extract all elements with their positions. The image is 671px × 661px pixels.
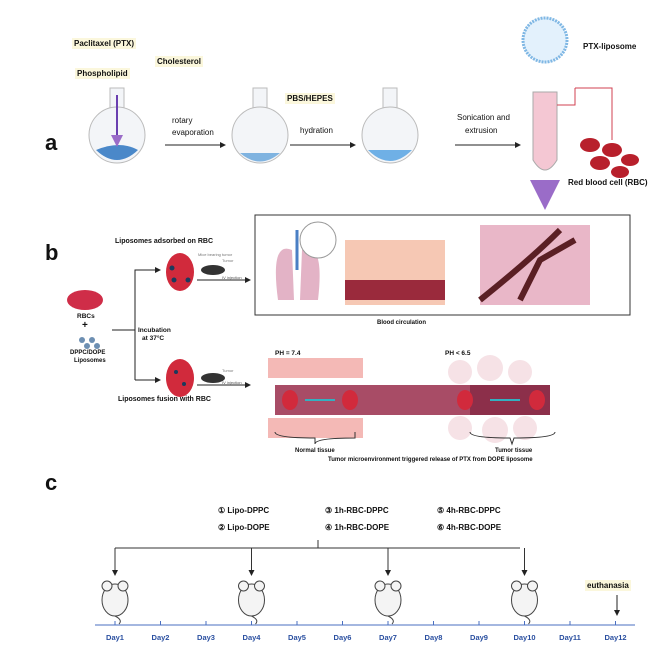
plus-sign: + [82, 320, 88, 331]
rbc-label: Red blood cell (RBC) [568, 178, 648, 187]
liposomes-label-2: Liposomes [74, 358, 106, 364]
mouse-icon [101, 548, 129, 625]
tumor-label: Tumor [222, 258, 234, 263]
rbc-icon [67, 290, 103, 310]
mouse-icon [511, 548, 538, 625]
liposome-icon [521, 16, 569, 64]
fusion-label: Liposomes fusion with RBC [118, 396, 211, 403]
day-label: Day5 [288, 633, 306, 642]
group-4: ④ 1h-RBC-DOPE [325, 523, 390, 532]
step3-label-2: extrusion [465, 126, 498, 135]
tumor-tissue-label: Tumor tissue [495, 448, 533, 454]
incubation-label: Incubation [138, 327, 171, 334]
group-2: ② Lipo-DOPE [218, 523, 270, 532]
day-label: Day1 [106, 633, 124, 642]
rbc-fused-icon [166, 359, 194, 397]
normal-bracket [274, 431, 356, 445]
blood-circulation-box [254, 214, 631, 316]
phospholipid-label: Phospholipid [75, 68, 130, 79]
rbcs-label: RBCs [77, 313, 95, 320]
normal-tissue-label: Normal tissue [295, 448, 335, 454]
rbc-adsorbed-icon [166, 253, 194, 291]
mouse-icon [374, 548, 402, 625]
tumor-label-2: Tumor [222, 368, 234, 373]
flask-1 [88, 87, 146, 164]
euthanasia-label: euthanasia [585, 580, 631, 591]
mice-label: Mice bearing tumor [198, 252, 233, 257]
flask-2 [231, 87, 289, 164]
step3-label: Sonication and [457, 113, 510, 122]
mouse-icon [201, 373, 225, 383]
day-label: Day6 [333, 633, 352, 642]
step1-label-2: evaporation [172, 128, 214, 137]
day-label: Day12 [604, 633, 627, 642]
blood-vessel [268, 355, 550, 443]
mouse-icon [238, 548, 265, 625]
liposome-label: PTX-liposome [583, 42, 637, 51]
group-6: ⑥ 4h-RBC-DOPE [437, 523, 502, 532]
iv-label-2: IV injection [222, 380, 242, 385]
liposomes-icon [79, 337, 100, 349]
buffer-label: PBS/HEPES [285, 93, 335, 104]
group-5: ⑤ 4h-RBC-DPPC [437, 506, 501, 515]
tube-icon [532, 91, 558, 171]
day-label: Day7 [379, 633, 397, 642]
flask-3 [361, 87, 419, 164]
liposomes-label: DPPC/DOPE [70, 350, 106, 356]
panel-label-a: a [45, 130, 58, 155]
panel-label-c: c [45, 470, 58, 495]
tumor-bracket [469, 431, 556, 446]
day-label: Day10 [513, 633, 536, 642]
caption-b: Tumor microenvironment triggered release… [328, 457, 533, 463]
ph-tumor-label: PH < 6.5 [445, 350, 471, 357]
day-label: Day2 [151, 633, 170, 642]
iv-label: IV injection [222, 275, 242, 280]
group-1: ① Lipo-DPPC [218, 506, 270, 515]
incubation-label-2: at 37°C [142, 335, 165, 342]
adsorbed-label: Liposomes adsorbed on RBC [115, 238, 214, 245]
cholesterol-label: Cholesterol [155, 56, 204, 67]
day-label: Day11 [559, 633, 581, 642]
blood-circulation-label: Blood circulation [377, 320, 427, 326]
day-label: Day4 [242, 633, 261, 642]
step1-label: rotary [172, 116, 193, 125]
mouse-icon [201, 265, 225, 275]
ph-normal-label: PH = 7.4 [275, 350, 301, 357]
day-label: Day9 [470, 633, 488, 642]
group-3: ③ 1h-RBC-DPPC [325, 506, 389, 515]
ptx-label: Paclitaxel (PTX) [72, 38, 137, 49]
day-label: Day8 [424, 633, 443, 642]
lung-icon [275, 221, 337, 300]
panel-label-b: b [45, 240, 59, 265]
day-label: Day3 [197, 633, 215, 642]
rbc-cluster-icon [580, 138, 639, 178]
step2-label: hydration [300, 126, 333, 135]
